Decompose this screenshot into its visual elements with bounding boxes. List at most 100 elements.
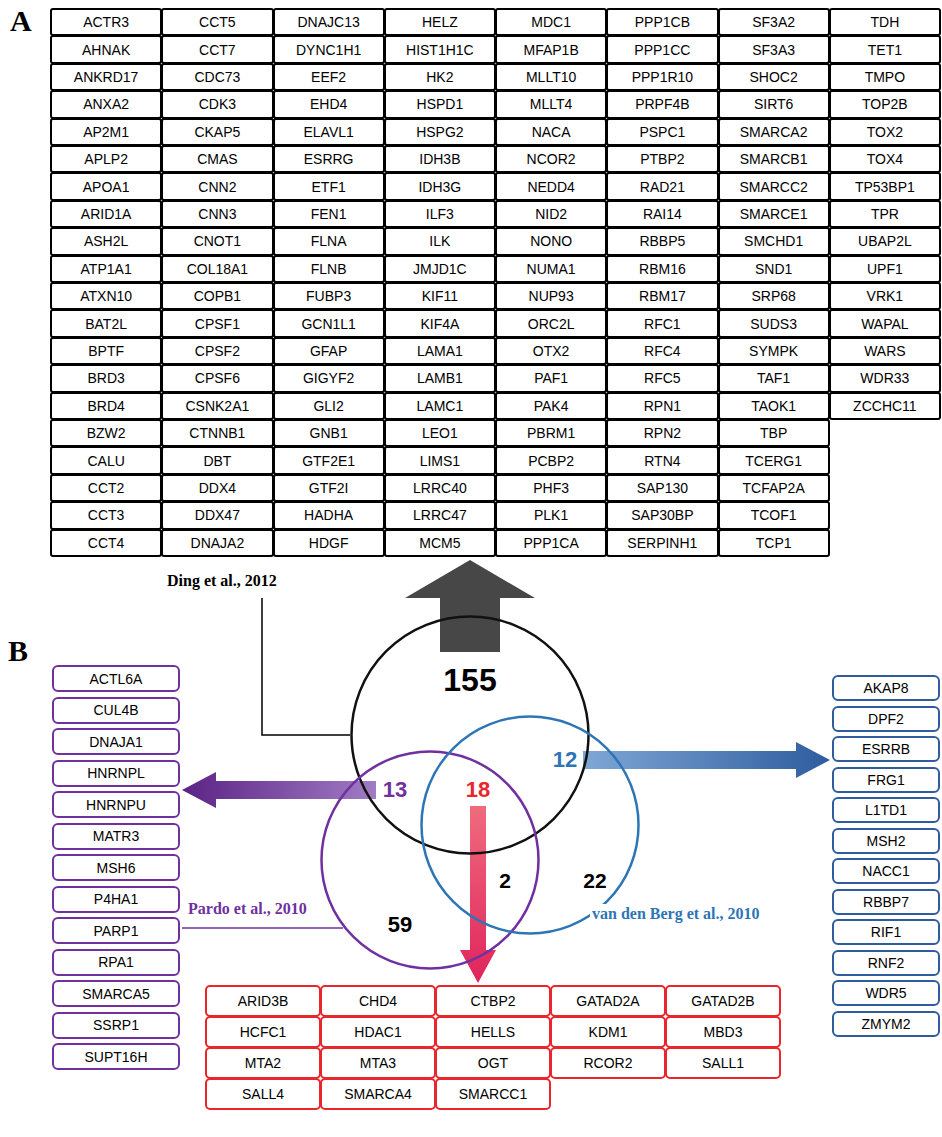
gene-box: SMARCA5 xyxy=(52,980,180,1007)
table-cell: FUBP3 xyxy=(273,282,385,310)
table-cell: WARS xyxy=(829,337,941,365)
table-cell: CKAP5 xyxy=(161,118,273,146)
table-cell: SIRT6 xyxy=(718,90,830,118)
gene-box: KDM1 xyxy=(550,1016,666,1048)
table-cell: APLP2 xyxy=(50,145,162,173)
table-cell: ZCCHC11 xyxy=(829,392,941,420)
source-label: Ding et al., 2012 xyxy=(165,571,279,590)
table-cell: ATXN10 xyxy=(50,282,162,310)
gene-box: ESRRB xyxy=(832,736,940,762)
table-cell: DNAJC13 xyxy=(273,8,385,36)
count-number: 18 xyxy=(466,779,490,801)
table-cell: CPSF2 xyxy=(161,337,273,365)
gene-box: GATAD2B xyxy=(665,985,781,1017)
table-cell: BZW2 xyxy=(50,419,162,447)
table-cell: PCBP2 xyxy=(495,446,607,474)
table-cell: CSNK2A1 xyxy=(161,392,273,420)
table-cell: SAP130 xyxy=(606,474,718,502)
gene-box: RBBP7 xyxy=(832,889,940,915)
table-cell: AP2M1 xyxy=(50,118,162,146)
table-cell: GTF2E1 xyxy=(273,446,385,474)
table-cell: UPF1 xyxy=(829,255,941,283)
table-cell: PPP1CA xyxy=(495,529,607,557)
table-cell: PHF3 xyxy=(495,474,607,502)
gene-box: SSRP1 xyxy=(52,1012,180,1039)
table-cell: MLLT10 xyxy=(495,63,607,91)
gene-box: SUPT16H xyxy=(52,1043,180,1070)
table-cell: CALU xyxy=(50,446,162,474)
table-cell: MDC1 xyxy=(495,8,607,36)
table-cell: TOX4 xyxy=(829,145,941,173)
table-cell: LAMA1 xyxy=(384,337,496,365)
table-cell: CDC73 xyxy=(161,63,273,91)
table-cell: CCT4 xyxy=(50,529,162,557)
table-cell: BRD3 xyxy=(50,364,162,392)
table-cell: CCT2 xyxy=(50,474,162,502)
table-cell: BAT2L xyxy=(50,309,162,337)
table-cell: NEDD4 xyxy=(495,172,607,200)
table-cell: HK2 xyxy=(384,63,496,91)
table-cell: MLLT4 xyxy=(495,90,607,118)
table-cell: TCOF1 xyxy=(718,501,830,529)
table-cell: CDK3 xyxy=(161,90,273,118)
table-cell: PAK4 xyxy=(495,392,607,420)
table-cell: HSPD1 xyxy=(384,90,496,118)
gene-box: PARP1 xyxy=(52,917,180,944)
table-cell: NID2 xyxy=(495,200,607,228)
table-cell: DYNC1H1 xyxy=(273,35,385,63)
table-cell: EEF2 xyxy=(273,63,385,91)
table-cell: GLI2 xyxy=(273,392,385,420)
table-cell: ORC2L xyxy=(495,309,607,337)
table-cell: ETF1 xyxy=(273,172,385,200)
gene-box: MTA2 xyxy=(205,1047,321,1079)
table-cell: KIF4A xyxy=(384,309,496,337)
table-cell: APOA1 xyxy=(50,172,162,200)
table-cell: CCT3 xyxy=(50,501,162,529)
table-cell: ACTR3 xyxy=(50,8,162,36)
count-number: 2 xyxy=(499,870,511,891)
gene-box: RCOR2 xyxy=(550,1047,666,1079)
table-cell: CCT5 xyxy=(161,8,273,36)
table-cell: CCT7 xyxy=(161,35,273,63)
table-cell: SUDS3 xyxy=(718,309,830,337)
table-cell: NUMA1 xyxy=(495,255,607,283)
table-cell: NCOR2 xyxy=(495,145,607,173)
gene-box: MSH6 xyxy=(52,854,180,881)
gene-box: SALL4 xyxy=(205,1078,321,1110)
count-number: 155 xyxy=(443,664,496,696)
table-cell: IDH3G xyxy=(384,172,496,200)
gene-box: P4HA1 xyxy=(52,886,180,913)
table-cell: FEN1 xyxy=(273,200,385,228)
table-cell: ANXA2 xyxy=(50,90,162,118)
table-cell: HADHA xyxy=(273,501,385,529)
table-cell: TOX2 xyxy=(829,118,941,146)
gene-box: SMARCA4 xyxy=(320,1078,436,1110)
table-cell: CPSF6 xyxy=(161,364,273,392)
gene-box: ZMYM2 xyxy=(832,1011,940,1037)
table-cell: GNB1 xyxy=(273,419,385,447)
table-cell: RFC1 xyxy=(606,309,718,337)
table-cell: HSPG2 xyxy=(384,118,496,146)
table-cell: CMAS xyxy=(161,145,273,173)
venn-circle: van den Berg et al., 2010 xyxy=(420,715,640,935)
gene-box: ARID3B xyxy=(205,985,321,1017)
gene-box: HNRNPL xyxy=(52,760,180,787)
gene-box: OGT xyxy=(435,1047,551,1079)
table-cell: PLK1 xyxy=(495,501,607,529)
table-cell: LRRC40 xyxy=(384,474,496,502)
table-cell: NUP93 xyxy=(495,282,607,310)
table-cell: COL18A1 xyxy=(161,255,273,283)
table-cell: CTNNB1 xyxy=(161,419,273,447)
table-cell: DNAJA2 xyxy=(161,529,273,557)
table-cell: SAP30BP xyxy=(606,501,718,529)
table-cell: RTN4 xyxy=(606,446,718,474)
count-number: 13 xyxy=(383,779,407,801)
table-cell: CNN3 xyxy=(161,200,273,228)
gene-box: DNAJA1 xyxy=(52,728,180,755)
table-cell: SRP68 xyxy=(718,282,830,310)
table-cell: PAF1 xyxy=(495,364,607,392)
table-cell: TCFAP2A xyxy=(718,474,830,502)
table-cell: DBT xyxy=(161,446,273,474)
gene-box: MSH2 xyxy=(832,828,940,854)
